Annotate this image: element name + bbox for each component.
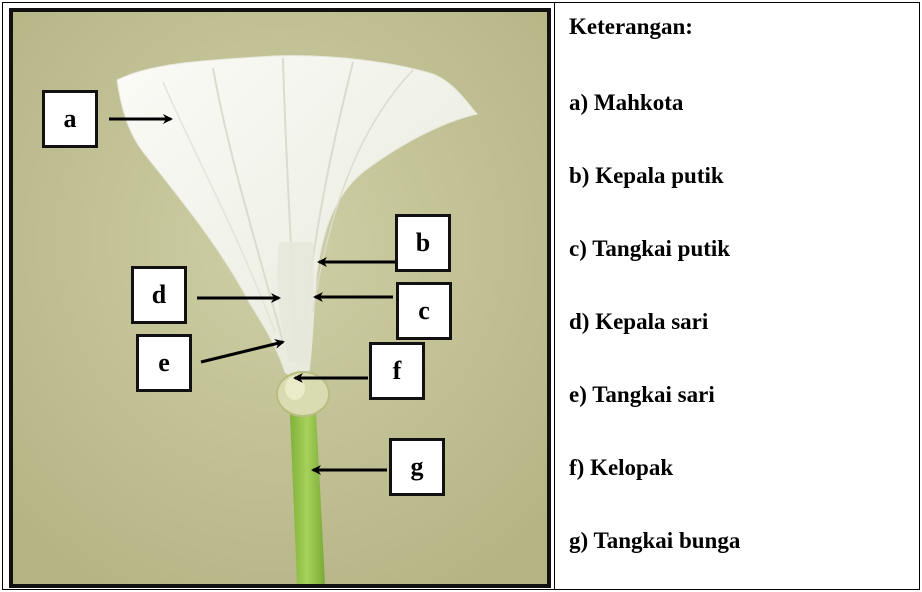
- legend-item-e: e) Tangkai sari: [569, 382, 715, 407]
- flower-illustration: [13, 12, 547, 584]
- legend-item-a: a) Mahkota: [569, 90, 684, 115]
- arrow-e: [200, 339, 285, 364]
- legend-item-g: g) Tangkai bunga: [569, 528, 741, 553]
- column-divider: [554, 2, 555, 590]
- label-c: c: [396, 282, 452, 340]
- flower-photo: a b c d e f g: [9, 8, 551, 588]
- corolla-shape: [116, 55, 478, 379]
- label-b: b: [395, 214, 451, 272]
- flower-stem: [289, 392, 325, 584]
- label-d: d: [131, 266, 187, 324]
- legend-title: Keterangan:: [569, 14, 693, 39]
- legend-item-d: d) Kepala sari: [569, 309, 709, 334]
- label-a: a: [42, 90, 98, 148]
- legend-item-b: b) Kepala putik: [569, 163, 724, 188]
- legend-item-f: f) Kelopak: [569, 455, 674, 480]
- legend-item-c: c) Tangkai putik: [569, 236, 731, 261]
- label-e: e: [136, 334, 192, 392]
- label-g: g: [389, 438, 445, 496]
- label-f: f: [369, 342, 425, 400]
